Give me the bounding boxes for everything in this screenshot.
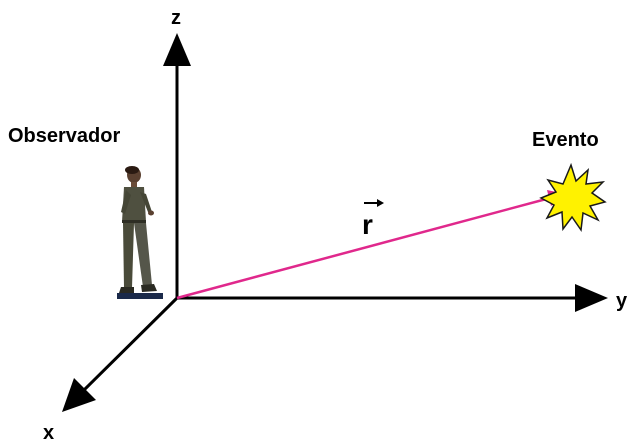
x-axis-label: x [43,423,54,443]
y-axis-label: y [616,291,627,311]
starburst-icon [541,165,605,230]
event-label: Evento [532,130,599,150]
position-vector [177,190,566,298]
y-axis [177,284,608,312]
z-axis-arrowhead [163,33,191,66]
observer-label: Observador [8,126,120,146]
standing-person-icon [119,166,157,293]
vector-label: r [362,211,373,239]
observer-platform [117,293,163,299]
z-axis [163,33,191,298]
x-axis [62,298,177,412]
z-axis-label: z [171,8,181,28]
y-axis-arrowhead [575,284,608,312]
